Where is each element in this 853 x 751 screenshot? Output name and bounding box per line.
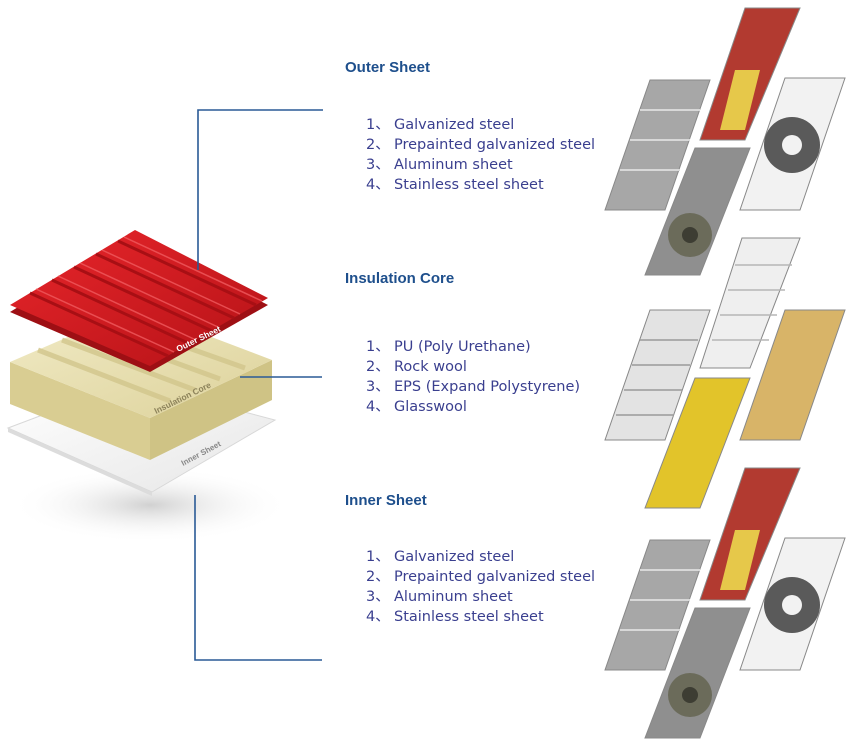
list-item: 4、Stainless steel sheet [366, 177, 544, 193]
list-item: 3、Aluminum sheet [366, 589, 513, 605]
outer-sheet-heading: Outer Sheet [345, 59, 431, 76]
leader-lines [194, 109, 323, 661]
steel-stack-photo-2 [604, 539, 711, 671]
glasswool-panel-photo [739, 309, 846, 441]
panel-shadow [10, 467, 290, 543]
eps-panel-photo [644, 377, 751, 509]
inner-sheet-photos [604, 467, 846, 739]
inner-sheet-leader [194, 495, 322, 661]
rock-wool-panel-photo [699, 237, 801, 369]
steel-stack-photo [604, 79, 711, 211]
list-item: 4、Glasswool [366, 399, 467, 415]
list-item: 1、Galvanized steel [366, 549, 515, 565]
list-item: 2、Rock wool [366, 359, 467, 375]
outer-sheet-photos [604, 7, 846, 276]
insulation-core-heading: Insulation Core [345, 270, 455, 287]
list-item: 2、Prepainted galvanized steel [366, 137, 596, 153]
list-item: 1、Galvanized steel [366, 117, 515, 133]
list-item: 3、EPS (Expand Polystyrene) [366, 379, 581, 395]
list-item: 4、Stainless steel sheet [366, 609, 544, 625]
inner-sheet-list: 1、Galvanized steel 2、Prepainted galvaniz… [366, 547, 595, 627]
outer-sheet-leader [197, 109, 323, 270]
outer-sheet-list: 1、Galvanized steel 2、Prepainted galvaniz… [366, 115, 595, 195]
list-item: 2、Prepainted galvanized steel [366, 569, 596, 585]
inner-sheet-heading: Inner Sheet [345, 492, 427, 509]
insulation-core-photos [604, 237, 846, 509]
insulation-core-list: 1、PU (Poly Urethane) 2、Rock wool 3、EPS (… [366, 337, 580, 417]
pu-panel-stack-photo [604, 309, 711, 441]
list-item: 1、PU (Poly Urethane) [366, 339, 531, 355]
list-item: 3、Aluminum sheet [366, 157, 513, 173]
outer-sheet-layer: Outer Sheet [10, 230, 268, 372]
